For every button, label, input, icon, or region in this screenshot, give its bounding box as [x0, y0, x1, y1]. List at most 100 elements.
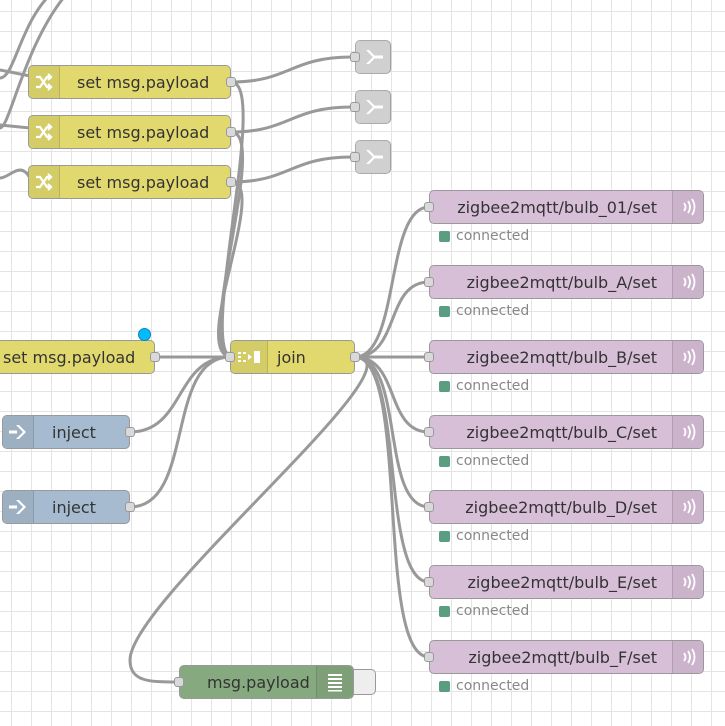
- status-dot-icon: [439, 605, 450, 617]
- mqtt-topic-label: zigbee2mqtt/bulb_A/set: [466, 272, 657, 292]
- input-port[interactable]: [424, 427, 434, 437]
- wire: [229, 155, 354, 184]
- change-node-label: set msg.payload: [77, 122, 210, 142]
- broadcast-icon: [672, 341, 703, 373]
- status-indicator: connected: [439, 678, 529, 694]
- mqtt-topic-label: zigbee2mqtt/bulb_D/set: [465, 497, 657, 517]
- input-port[interactable]: [424, 277, 434, 287]
- inject-node-label: inject: [52, 422, 96, 442]
- status-text: connected: [456, 303, 530, 319]
- mqtt-out-node[interactable]: zigbee2mqtt/bulb_E/set: [424, 565, 704, 599]
- wire: [0, 68, 32, 78]
- broadcast-icon: [672, 266, 703, 298]
- link-out-node-3[interactable]: [350, 140, 392, 174]
- status-indicator: connected: [439, 453, 529, 469]
- wire: [0, 168, 32, 180]
- list-icon: [316, 666, 353, 698]
- wire: [229, 105, 354, 134]
- broadcast-icon: [672, 191, 703, 223]
- inject-node-label: inject: [52, 497, 96, 517]
- status-indicator: connected: [439, 303, 529, 319]
- broadcast-icon: [672, 566, 703, 598]
- change-node-3[interactable]: set msg.payload: [28, 165, 236, 199]
- mqtt-topic-label: zigbee2mqtt/bulb_B/set: [466, 347, 657, 367]
- output-port[interactable]: [125, 427, 135, 437]
- link-out-node-2[interactable]: [350, 90, 392, 124]
- change-node-label: set msg.payload: [77, 72, 210, 92]
- join-node-label: join: [277, 347, 306, 367]
- mqtt-topic-label: zigbee2mqtt/bulb_E/set: [467, 572, 657, 592]
- debug-node[interactable]: msg.payload: [174, 665, 354, 699]
- wire: [220, 80, 245, 359]
- output-port[interactable]: [226, 77, 236, 87]
- input-port[interactable]: [424, 202, 434, 212]
- input-port[interactable]: [424, 352, 434, 362]
- wire: [128, 355, 369, 684]
- shuffle-icon: [29, 166, 60, 198]
- change-node-4[interactable]: set msg.payload: [0, 340, 160, 374]
- output-port[interactable]: [350, 352, 360, 362]
- inject-node-2[interactable]: inject: [2, 490, 135, 524]
- link-out-icon: [356, 141, 392, 173]
- join-node[interactable]: join: [225, 340, 360, 374]
- debug-node-label: msg.payload: [207, 672, 310, 692]
- status-dot-icon: [439, 305, 450, 317]
- output-port[interactable]: [226, 177, 236, 187]
- status-dot-icon: [439, 680, 450, 692]
- mqtt-out-node[interactable]: zigbee2mqtt/bulb_C/set: [424, 415, 704, 449]
- mqtt-topic-label: zigbee2mqtt/bulb_F/set: [468, 647, 657, 667]
- broadcast-icon: [672, 416, 703, 448]
- status-indicator: connected: [439, 378, 529, 394]
- input-port[interactable]: [350, 102, 360, 112]
- input-port[interactable]: [350, 152, 360, 162]
- join-icon: [231, 341, 268, 373]
- status-dot-icon: [439, 455, 450, 467]
- mqtt-out-node[interactable]: zigbee2mqtt/bulb_F/set: [424, 640, 704, 674]
- wire: [353, 355, 431, 509]
- shuffle-icon: [29, 116, 60, 148]
- wire: [353, 280, 431, 359]
- output-port[interactable]: [125, 502, 135, 512]
- status-text: connected: [456, 678, 530, 694]
- status-text: connected: [456, 528, 530, 544]
- mqtt-out-node[interactable]: zigbee2mqtt/bulb_A/set: [424, 265, 704, 299]
- input-port[interactable]: [225, 352, 235, 362]
- arrow-in-icon: [3, 416, 34, 448]
- status-indicator: connected: [439, 603, 529, 619]
- input-port[interactable]: [424, 577, 434, 587]
- changed-indicator-icon: [138, 328, 151, 341]
- input-port[interactable]: [424, 502, 434, 512]
- status-dot-icon: [439, 380, 450, 392]
- broadcast-icon: [672, 491, 703, 523]
- link-out-icon: [356, 41, 392, 73]
- input-port[interactable]: [424, 652, 434, 662]
- status-indicator: connected: [439, 528, 529, 544]
- change-node-label: set msg.payload: [77, 172, 210, 192]
- mqtt-out-node[interactable]: zigbee2mqtt/bulb_B/set: [424, 340, 704, 374]
- debug-toggle-button[interactable]: [354, 669, 376, 695]
- status-text: connected: [456, 228, 530, 244]
- wire: [0, 0, 48, 80]
- mqtt-out-node[interactable]: zigbee2mqtt/bulb_D/set: [424, 490, 704, 524]
- wire: [0, 123, 32, 130]
- wire: [229, 55, 354, 84]
- change-node-1[interactable]: set msg.payload: [28, 65, 236, 99]
- output-port[interactable]: [226, 127, 236, 137]
- status-indicator: connected: [439, 228, 529, 244]
- change-node-2[interactable]: set msg.payload: [28, 115, 236, 149]
- wire: [353, 205, 431, 359]
- output-port[interactable]: [150, 352, 160, 362]
- input-port[interactable]: [174, 677, 184, 687]
- wire: [219, 130, 245, 359]
- status-dot-icon: [439, 530, 450, 542]
- mqtt-out-node[interactable]: zigbee2mqtt/bulb_01/set: [424, 190, 704, 224]
- link-out-node-1[interactable]: [350, 40, 392, 74]
- status-dot-icon: [439, 230, 450, 242]
- status-text: connected: [456, 603, 530, 619]
- wire: [217, 180, 244, 359]
- mqtt-topic-label: zigbee2mqtt/bulb_C/set: [466, 422, 657, 442]
- inject-node-1[interactable]: inject: [2, 415, 135, 449]
- broadcast-icon: [672, 641, 703, 673]
- input-port[interactable]: [350, 52, 360, 62]
- arrow-in-icon: [3, 491, 34, 523]
